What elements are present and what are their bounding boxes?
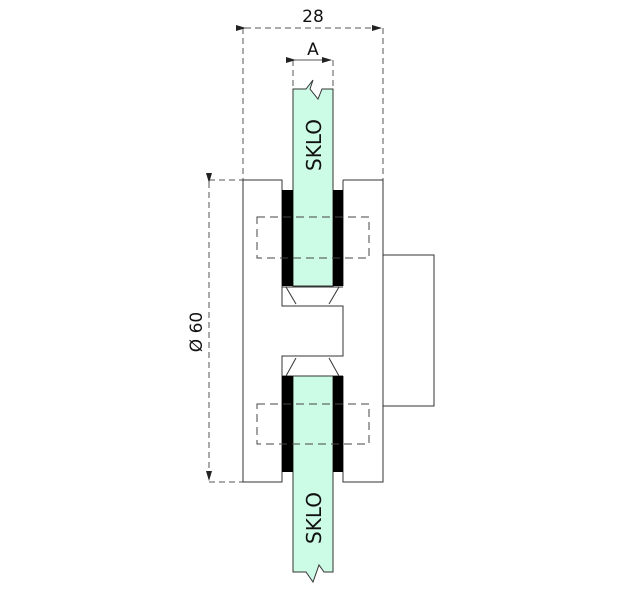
dimension-28: [236, 25, 384, 180]
gaskets: [282, 190, 343, 472]
dimension-a: [286, 57, 334, 89]
glass-top: [292, 79, 334, 287]
glass-bottom: [292, 375, 334, 584]
glass-bottom-label: SKLO: [302, 492, 326, 544]
back-plate: [382, 254, 435, 407]
dimension-diameter: [206, 173, 243, 483]
dimension-a-label: A: [307, 40, 319, 60]
glass-top-label: SKLO: [302, 119, 326, 171]
hidden-screws: [256, 216, 370, 445]
dimension-diameter-label: Ø 60: [187, 312, 207, 352]
dimension-28-label: 28: [302, 7, 324, 27]
